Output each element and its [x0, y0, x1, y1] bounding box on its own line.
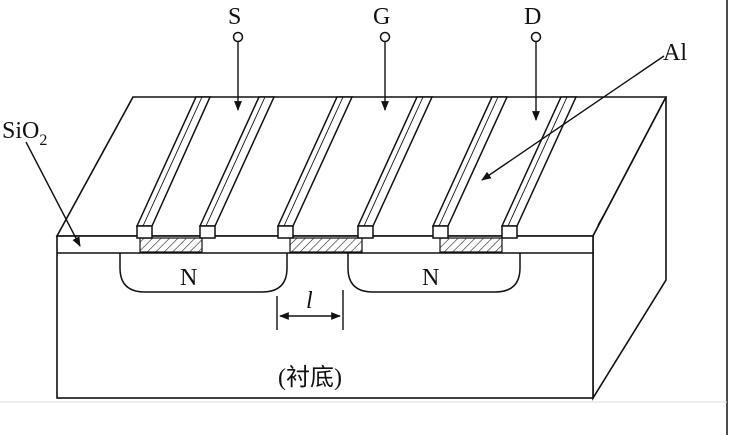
n-region-source-label: N [180, 265, 197, 291]
terminal-drain-label: D [524, 4, 541, 30]
n-well-drain [347, 253, 521, 293]
metal-pointer [481, 55, 665, 181]
n-region-drain-label: N [422, 265, 439, 291]
terminal-gate-label: G [373, 4, 390, 30]
substrate-label: (衬底) [278, 364, 342, 391]
gap-dimension [276, 290, 344, 330]
oxide-label: SiO2 [2, 118, 47, 149]
n-wells [119, 253, 521, 293]
terminal-source: S [228, 4, 244, 111]
oxide-pointer [25, 141, 81, 247]
terminal-gate: G [373, 4, 390, 111]
oxide-hatch [139, 237, 503, 253]
n-well-source [119, 253, 288, 293]
metal-label: Al [663, 40, 687, 66]
terminal-drain: D [524, 4, 541, 121]
gap-label: l [306, 288, 313, 314]
terminal-source-label: S [228, 4, 241, 30]
oxide-subscript: 2 [39, 132, 47, 149]
